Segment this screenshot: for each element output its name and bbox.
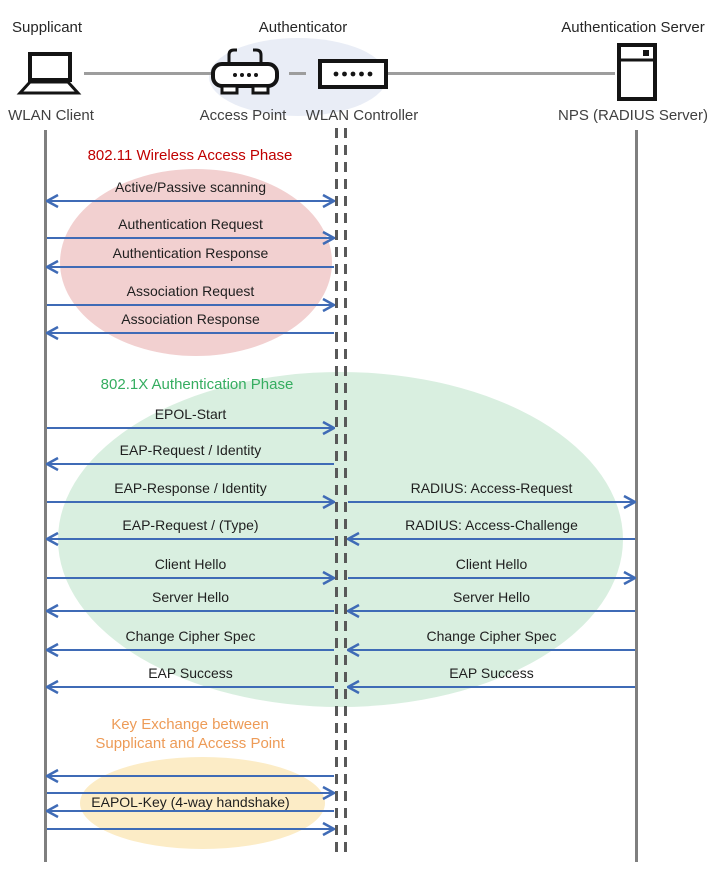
access-point-icon	[211, 48, 279, 95]
connector-client-ap	[84, 72, 212, 75]
lifeline-controller-dashed-2	[344, 128, 347, 856]
lifeline-supplicant	[44, 130, 47, 862]
node-label-access-point: Access Point	[199, 107, 287, 124]
message-label-radreq: RADIUS: Access-Request	[410, 480, 573, 496]
message-label-chL: Client Hello	[154, 556, 227, 572]
role-label-authentication-server: Authentication Server	[561, 19, 705, 36]
message-arrow-authresp	[46, 258, 335, 276]
laptop-icon	[16, 52, 82, 95]
message-label-assocresp: Association Response	[121, 311, 260, 327]
message-label-ccsL: Change Cipher Spec	[125, 628, 256, 644]
message-label-shL: Server Hello	[151, 589, 230, 605]
message-arrow-kx1	[46, 767, 335, 785]
phase3-ellipse	[80, 757, 325, 849]
lifeline-auth-server	[635, 130, 638, 862]
server-icon	[617, 43, 657, 101]
lifeline-controller-dashed-1	[335, 128, 338, 856]
message-label-ccsR: Change Cipher Spec	[426, 628, 557, 644]
message-arrow-shR	[347, 602, 636, 620]
role-label-supplicant: Supplicant	[12, 19, 83, 36]
message-label-eaprespid: EAP-Response / Identity	[114, 480, 267, 496]
connector-ap-controller-dash	[289, 72, 306, 75]
phase3-title: Key Exchange between Supplicant and Acce…	[40, 715, 340, 753]
message-arrow-eapreqid	[46, 455, 335, 473]
message-arrow-assocresp	[46, 324, 335, 342]
message-arrow-ccsR	[347, 641, 636, 659]
phase2-title: 802.1X Authentication Phase	[100, 376, 294, 393]
role-label-authenticator: Authenticator	[258, 19, 348, 36]
node-label-wlan-controller: WLAN Controller	[305, 107, 419, 124]
message-arrow-kx3	[46, 820, 335, 838]
wlan-controller-icon	[318, 59, 388, 89]
message-label-epol: EPOL-Start	[154, 406, 227, 422]
message-arrow-radchal	[347, 530, 636, 548]
message-label-chR: Client Hello	[455, 556, 528, 572]
message-label-shR: Server Hello	[452, 589, 531, 605]
message-arrow-scan	[46, 192, 335, 210]
message-arrow-esR	[347, 678, 636, 696]
phase1-title: 802.11 Wireless Access Phase	[87, 147, 293, 164]
phase3-title-line2: Supplicant and Access Point	[95, 735, 285, 752]
message-label-scan: Active/Passive scanning	[115, 179, 266, 195]
message-arrow-assocreq	[46, 296, 335, 314]
message-label-assocreq: Association Request	[126, 283, 255, 299]
message-label-authreq: Authentication Request	[118, 216, 263, 232]
message-label-radchal: RADIUS: Access-Challenge	[405, 517, 578, 533]
message-arrow-shL	[46, 602, 335, 620]
message-arrow-eapolkey	[46, 802, 335, 820]
message-arrow-kx2	[46, 784, 335, 802]
message-arrow-authreq	[46, 229, 335, 247]
message-label-eapreqtype: EAP-Request / (Type)	[122, 517, 259, 533]
message-arrow-chL	[46, 569, 335, 587]
message-label-esR: EAP Success	[449, 665, 534, 681]
message-arrow-esL	[46, 678, 335, 696]
phase3-title-line1: Key Exchange between	[111, 716, 269, 733]
message-label-eapreqid: EAP-Request / Identity	[119, 442, 262, 458]
message-label-authresp: Authentication Response	[112, 245, 269, 261]
node-label-nps: NPS (RADIUS Server)	[557, 107, 709, 124]
message-arrow-ccsL	[46, 641, 335, 659]
connector-controller-server	[387, 72, 615, 75]
message-arrow-eapreqtype	[46, 530, 335, 548]
message-arrow-radreq	[347, 493, 636, 511]
message-label-esL: EAP Success	[148, 665, 233, 681]
message-arrow-chR	[347, 569, 636, 587]
message-arrow-eaprespid	[46, 493, 335, 511]
message-arrow-epol	[46, 419, 335, 437]
message-label-eapolkey: EAPOL-Key (4-way handshake)	[91, 794, 290, 810]
node-label-wlan-client: WLAN Client	[8, 107, 94, 124]
